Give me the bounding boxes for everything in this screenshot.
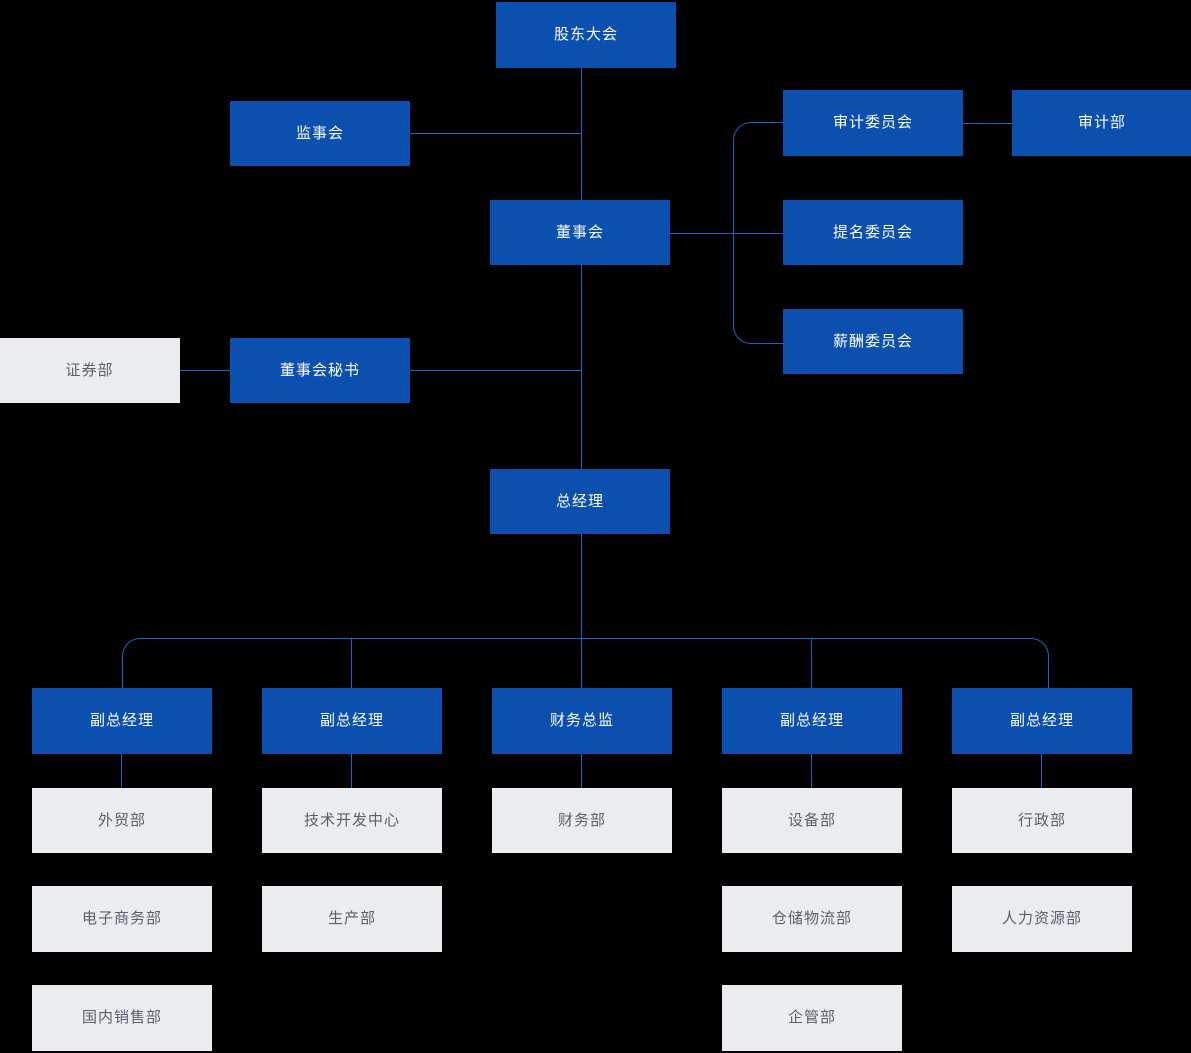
node-deputy-gm-2[interactable]: 副总经理	[262, 688, 442, 754]
node-tech-development-center[interactable]: 技术开发中心	[262, 788, 442, 853]
executive-fanout-bus	[122, 638, 1049, 690]
node-ecommerce-department[interactable]: 电子商务部	[32, 886, 212, 952]
edge-bus-to-deputy-gm-2	[351, 638, 352, 689]
edge-bus-to-cfo	[581, 638, 582, 689]
node-general-manager[interactable]: 总经理	[490, 469, 670, 534]
node-enterprise-management-department[interactable]: 企管部	[722, 985, 902, 1051]
edge-cfo-to-finance-dept	[581, 754, 582, 788]
node-domestic-sales-department[interactable]: 国内销售部	[32, 985, 212, 1051]
node-administration-department[interactable]: 行政部	[952, 788, 1132, 853]
edge-securities-to-secretary	[180, 370, 231, 371]
node-board-of-supervisors[interactable]: 监事会	[230, 101, 410, 166]
edge-bus-to-deputy-gm-4	[811, 638, 812, 689]
node-finance-department[interactable]: 财务部	[492, 788, 672, 853]
node-equipment-department[interactable]: 设备部	[722, 788, 902, 853]
node-board-secretary[interactable]: 董事会秘书	[230, 338, 410, 403]
edge-trunk-to-nomination	[733, 233, 783, 234]
node-audit-committee[interactable]: 审计委员会	[783, 90, 963, 156]
node-production-department[interactable]: 生产部	[262, 886, 442, 952]
node-cfo[interactable]: 财务总监	[492, 688, 672, 754]
edge-deputy-gm-5-to-admin-dept	[1041, 754, 1042, 788]
edge-board-to-general-manager	[581, 265, 582, 469]
edge-deputy-gm-1-to-foreign-trade	[121, 754, 122, 788]
node-audit-department[interactable]: 审计部	[1012, 90, 1191, 156]
node-shareholders-meeting[interactable]: 股东大会	[496, 2, 676, 68]
edge-deputy-gm-2-to-tech-center	[351, 754, 352, 788]
node-board-of-directors[interactable]: 董事会	[490, 200, 670, 265]
node-deputy-gm-4[interactable]: 副总经理	[722, 688, 902, 754]
edge-secretary-to-spine	[410, 370, 582, 371]
node-warehouse-logistics-department[interactable]: 仓储物流部	[722, 886, 902, 952]
edge-supervisors-to-spine	[410, 133, 582, 134]
edge-deputy-gm-4-to-equipment-dept	[811, 754, 812, 788]
node-deputy-gm-1[interactable]: 副总经理	[32, 688, 212, 754]
edge-general-manager-to-bus	[581, 534, 582, 638]
edge-shareholders-to-board	[581, 68, 582, 200]
node-nomination-committee[interactable]: 提名委员会	[783, 200, 963, 265]
node-compensation-committee[interactable]: 薪酬委员会	[783, 309, 963, 374]
edge-audit-committee-to-audit-dept	[962, 123, 1013, 124]
node-foreign-trade-department[interactable]: 外贸部	[32, 788, 212, 853]
node-human-resources-department[interactable]: 人力资源部	[952, 886, 1132, 952]
node-deputy-gm-5[interactable]: 副总经理	[952, 688, 1132, 754]
edge-board-to-committee-trunk	[670, 233, 734, 234]
node-securities-department[interactable]: 证券部	[0, 338, 180, 403]
